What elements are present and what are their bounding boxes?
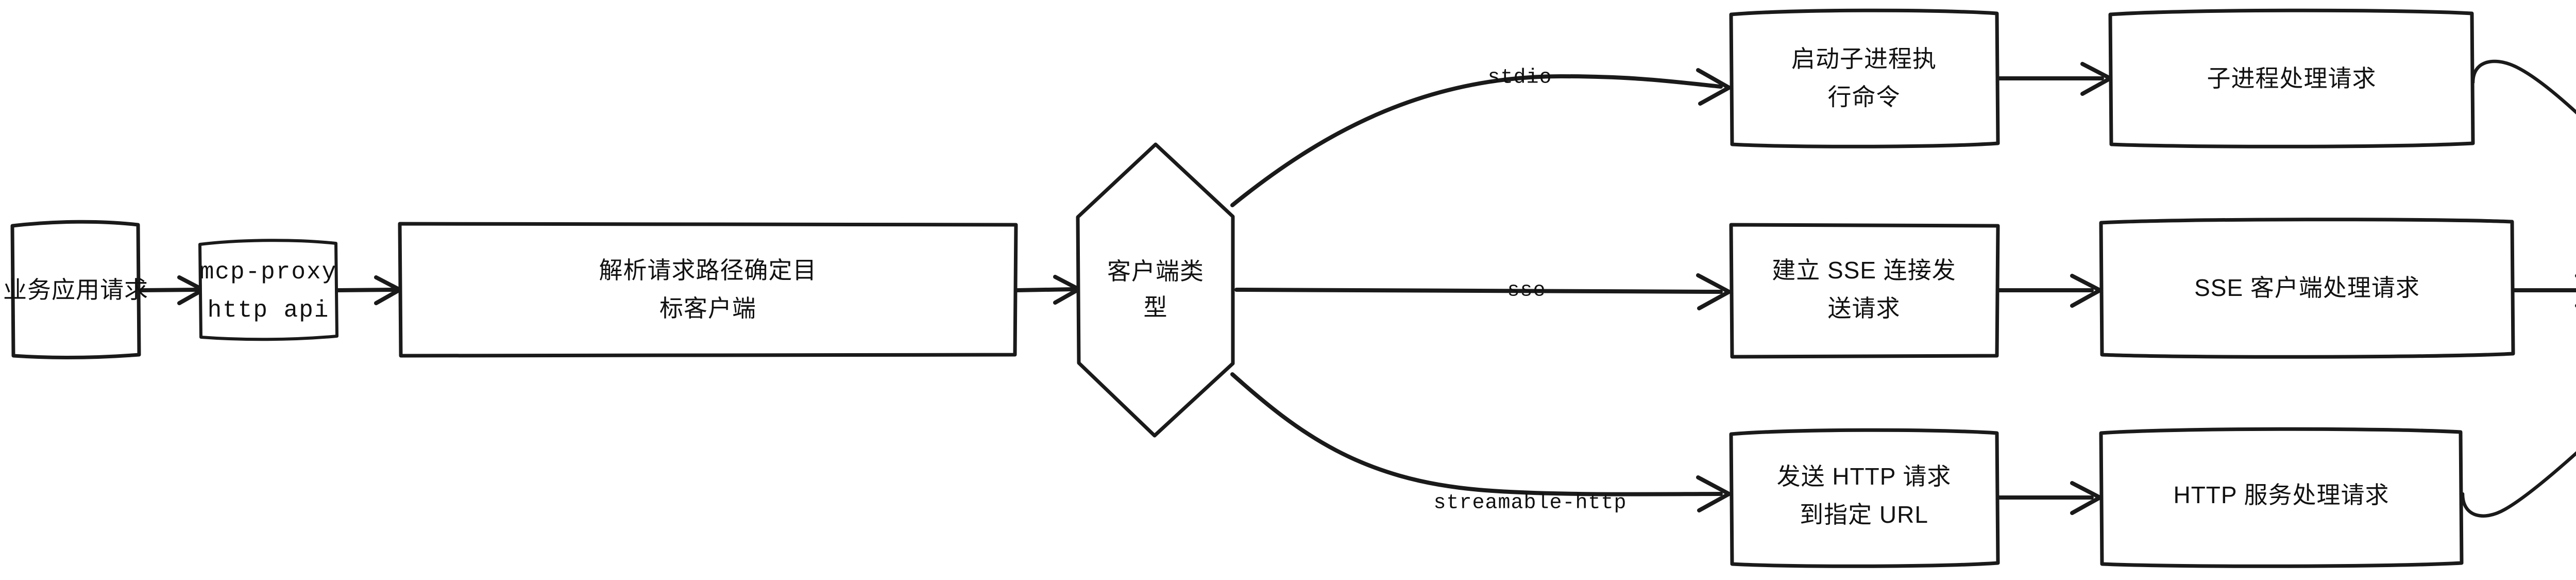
node-label: 业务应用请求: [3, 276, 148, 303]
node-label-line2: 行命令: [1828, 84, 1901, 110]
node-label-line1: 建立 SSE 连接发: [1772, 257, 1956, 284]
node-label-line1: 发送 HTTP 请求: [1777, 463, 1952, 490]
node-establish-sse-connection[interactable]: 建立 SSE 连接发 送请求: [1729, 223, 2000, 359]
node-parse-request-path[interactable]: 解析请求路径确定目 标客户端: [398, 222, 1018, 358]
edge-business-request-to-mcp-proxy: [139, 275, 205, 305]
node-label: SSE 客户端处理请求: [2194, 274, 2420, 301]
node-label-line1: 启动子进程执: [1791, 45, 1937, 72]
edge-client-type-to-establish-sse: [1234, 273, 1731, 310]
edge-send-http-to-http-service-handle: [1997, 481, 2102, 515]
edge-label-streamable-http: streamable-http: [1433, 492, 1626, 515]
edge-subprocess-handle-to-proxy-receive: [2471, 59, 2576, 114]
node-business-request[interactable]: 业务应用请求: [3, 220, 148, 360]
edge-establish-sse-to-sse-client-handle: [1997, 274, 2102, 308]
node-label-line2: 型: [1144, 294, 1168, 321]
node-client-type-decision[interactable]: 客户端类 型: [1076, 142, 1235, 438]
edge-sse-client-handle-to-proxy-receive: [2512, 274, 2576, 308]
edge-parse-path-to-client-type: [1015, 275, 1081, 305]
node-label-line1: mcp-proxy: [200, 259, 337, 286]
node-label-line2: 到指定 URL: [1800, 501, 1928, 528]
edge-start-subprocess-to-subprocess-handle: [1996, 62, 2112, 96]
edge-client-type-to-send-http: [1230, 372, 1731, 512]
node-label-line1: 客户端类: [1107, 258, 1204, 285]
node-label: 子进程处理请求: [2207, 65, 2377, 92]
node-send-http-request[interactable]: 发送 HTTP 请求 到指定 URL: [1729, 428, 2000, 568]
edge-http-service-handle-to-proxy-receive: [2461, 451, 2576, 518]
edge-mcp-proxy-to-parse-path: [336, 275, 402, 305]
node-label: HTTP 服务处理请求: [2173, 482, 2389, 508]
node-http-service-handle-request[interactable]: HTTP 服务处理请求: [2099, 427, 2464, 568]
node-subprocess-handle-request[interactable]: 子进程处理请求: [2108, 8, 2475, 148]
node-label-line1: 解析请求路径确定目: [599, 257, 817, 284]
node-sse-client-handle-request[interactable]: SSE 客户端处理请求: [2099, 218, 2515, 359]
node-start-subprocess[interactable]: 启动子进程执 行命令: [1729, 8, 2000, 148]
node-label-line2: http api: [208, 297, 330, 324]
node-label-line2: 送请求: [1828, 295, 1901, 322]
node-label-line2: 标客户端: [659, 295, 756, 322]
edge-label-stdio: stdio: [1487, 67, 1552, 90]
edge-client-type-to-start-subprocess: [1230, 68, 1731, 207]
node-mcp-proxy-http-api[interactable]: mcp-proxy http api: [198, 239, 338, 341]
edge-label-sse: sse: [1507, 279, 1546, 303]
